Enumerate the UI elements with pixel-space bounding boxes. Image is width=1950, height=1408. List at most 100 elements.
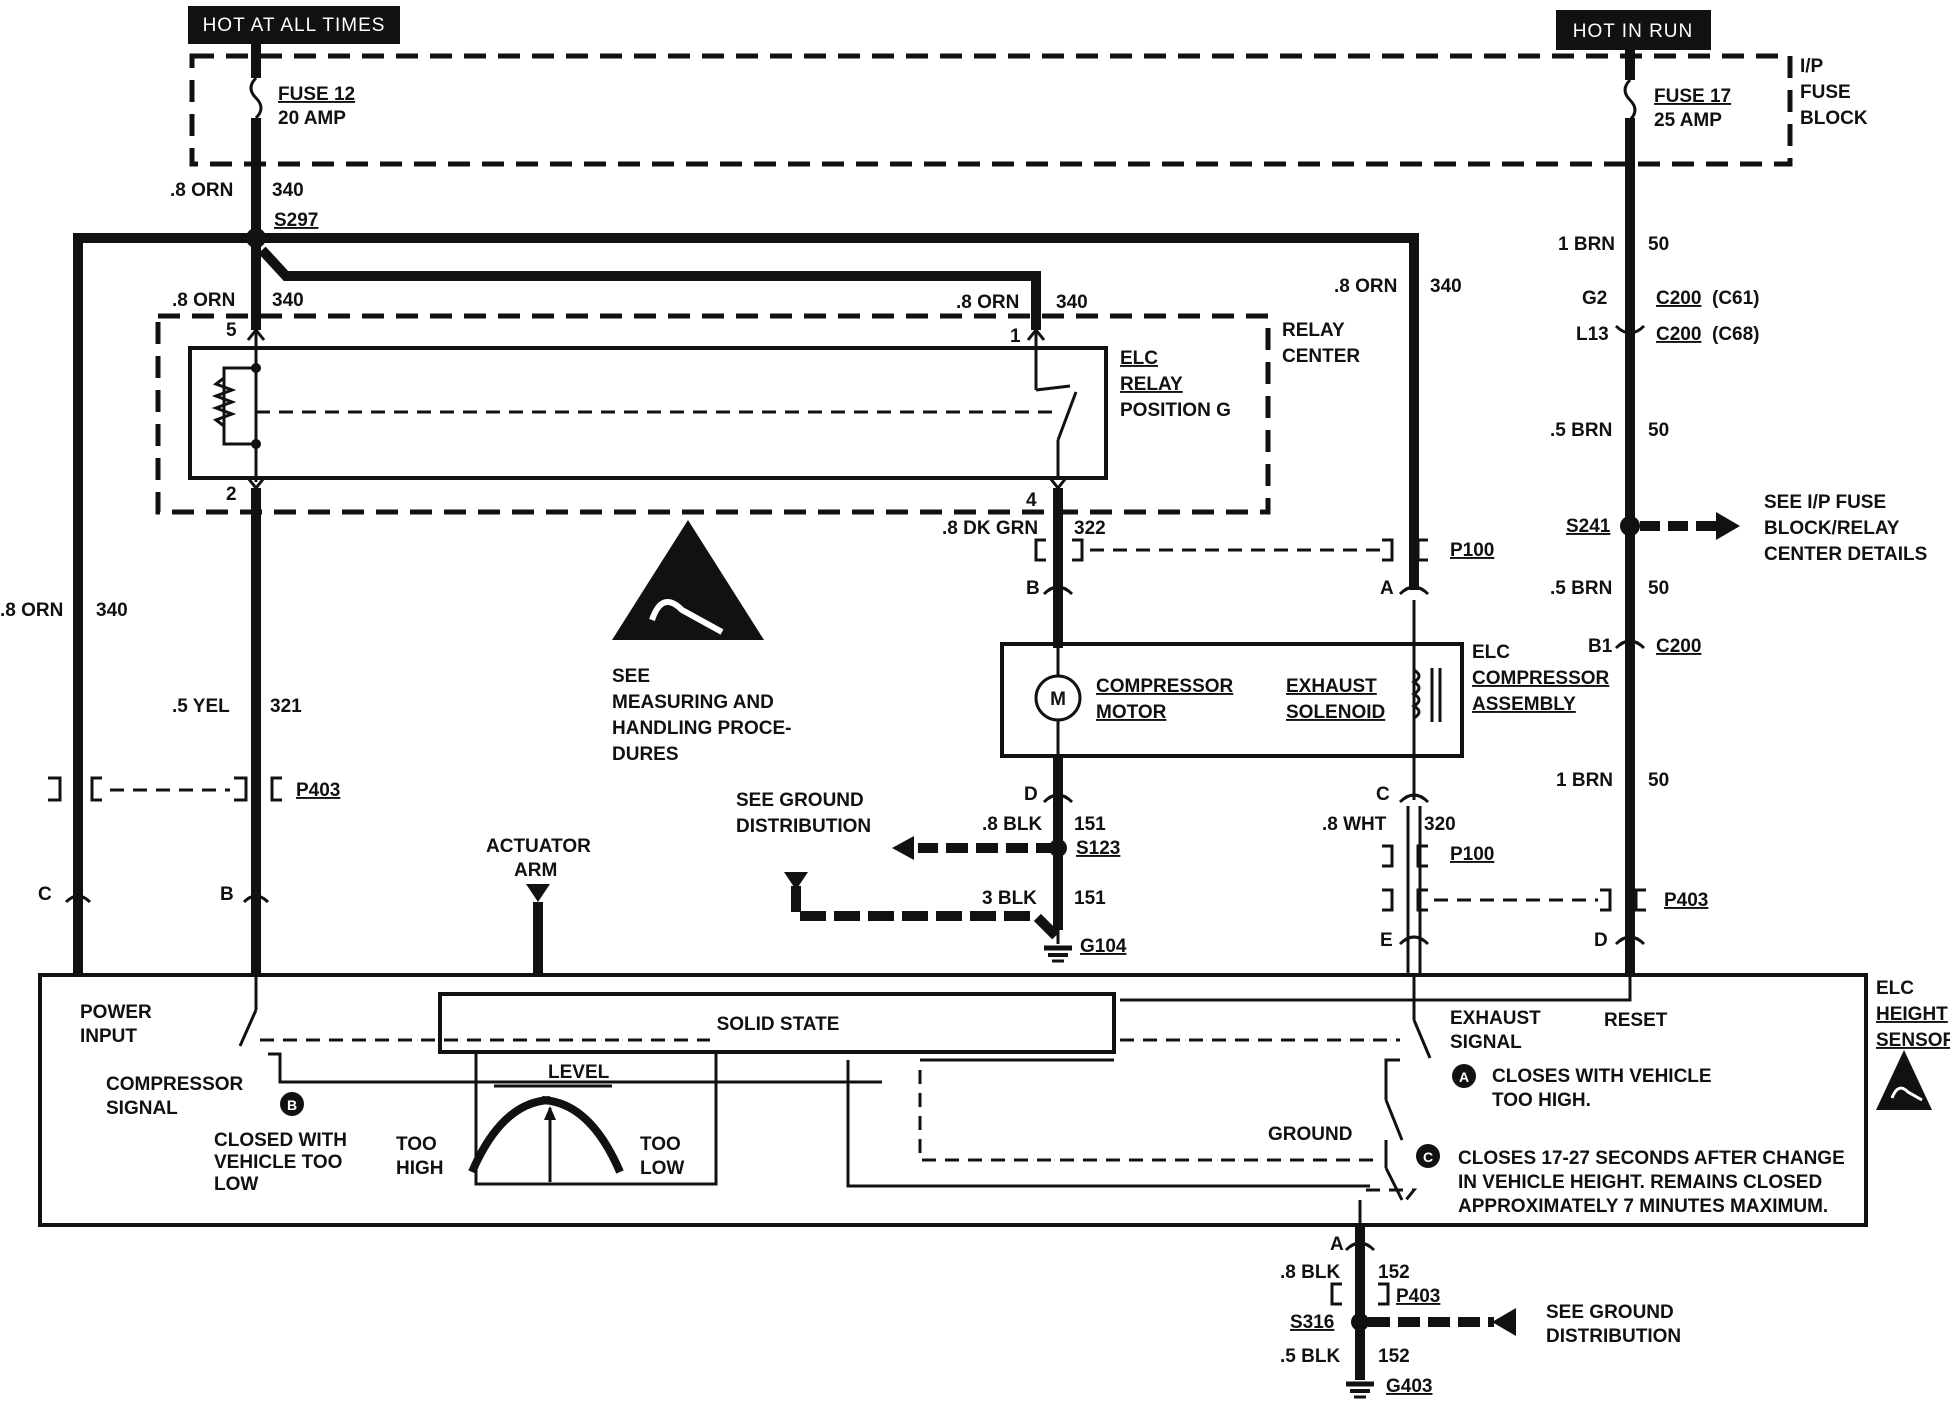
ground-g403-icon [1346, 1381, 1374, 1399]
svg-text:INPUT: INPUT [80, 1026, 137, 1047]
svg-text:TOO: TOO [640, 1134, 681, 1155]
svg-text:ELC: ELC [1120, 348, 1158, 369]
fuse-12-icon [249, 76, 263, 120]
svg-text:TOO: TOO [396, 1134, 437, 1155]
svg-text:20 AMP: 20 AMP [278, 108, 346, 129]
svg-text:ASSEMBLY: ASSEMBLY [1472, 694, 1576, 715]
svg-text:4: 4 [1026, 490, 1037, 511]
svg-text:S297: S297 [274, 210, 318, 231]
svg-text:.8 DK GRN: .8 DK GRN [942, 518, 1038, 539]
svg-text:C200: C200 [1656, 324, 1701, 345]
svg-text:340: 340 [1056, 292, 1088, 313]
svg-text:FUSE 17: FUSE 17 [1654, 86, 1731, 107]
svg-text:P403: P403 [1396, 1286, 1440, 1307]
arrow-right-icon [1716, 512, 1740, 540]
svg-text:340: 340 [272, 180, 304, 201]
svg-text:C: C [38, 884, 52, 905]
svg-text:340: 340 [96, 600, 128, 621]
svg-text:320: 320 [1424, 814, 1456, 835]
svg-text:LEVEL: LEVEL [548, 1062, 610, 1083]
svg-text:HOT AT ALL TIMES: HOT AT ALL TIMES [203, 15, 386, 36]
svg-text:BLOCK: BLOCK [1800, 108, 1868, 129]
svg-text:A: A [1459, 1069, 1469, 1085]
svg-text:C200: C200 [1656, 636, 1701, 657]
svg-text:1 BRN: 1 BRN [1556, 770, 1613, 791]
svg-text:CENTER: CENTER [1282, 346, 1360, 367]
relay-center-box [155, 313, 1271, 515]
svg-text:FUSE: FUSE [1800, 82, 1851, 103]
svg-text:340: 340 [272, 290, 304, 311]
solid-state-module [438, 992, 1116, 1054]
svg-text:LOW: LOW [640, 1158, 684, 1179]
svg-text:FUSE 12: FUSE 12 [278, 84, 355, 105]
svg-text:50: 50 [1648, 770, 1669, 791]
elc-height-sensor-box [38, 973, 1868, 1227]
svg-text:ARM: ARM [514, 860, 557, 881]
svg-text:CLOSED WITH: CLOSED WITH [214, 1130, 347, 1151]
svg-text:CLOSES WITH VEHICLE: CLOSES WITH VEHICLE [1492, 1066, 1712, 1087]
esd-warning-small-icon [1876, 1050, 1932, 1110]
svg-text:.8 ORN: .8 ORN [0, 600, 63, 621]
splice-s241 [1620, 516, 1640, 536]
svg-text:RELAY: RELAY [1120, 374, 1183, 395]
svg-text:.5 BRN: .5 BRN [1550, 578, 1612, 599]
svg-text:3 BLK: 3 BLK [982, 888, 1037, 909]
svg-text:DISTRIBUTION: DISTRIBUTION [1546, 1326, 1681, 1347]
svg-text:SIGNAL: SIGNAL [106, 1098, 178, 1119]
svg-text:COMPRESSOR: COMPRESSOR [106, 1074, 244, 1095]
svg-text:B: B [1026, 578, 1040, 599]
svg-text:E: E [1380, 930, 1393, 951]
svg-text:S241: S241 [1566, 516, 1611, 537]
svg-text:P100: P100 [1450, 540, 1494, 561]
svg-text:.8 BLK: .8 BLK [1280, 1262, 1340, 1283]
svg-text:RELAY: RELAY [1282, 320, 1345, 341]
elc-compressor-assembly-box [1000, 642, 1464, 758]
svg-text:152: 152 [1378, 1262, 1410, 1283]
svg-text:POSITION G: POSITION G [1120, 400, 1231, 421]
svg-text:50: 50 [1648, 420, 1669, 441]
svg-text:322: 322 [1074, 518, 1106, 539]
svg-text:C200: C200 [1656, 288, 1701, 309]
svg-text:BLOCK/RELAY: BLOCK/RELAY [1764, 518, 1900, 539]
svg-text:.5 YEL: .5 YEL [172, 696, 230, 717]
svg-text:B: B [220, 884, 234, 905]
level-arc-left-icon [468, 1096, 551, 1174]
svg-text:M: M [1050, 689, 1066, 710]
svg-text:SIGNAL: SIGNAL [1450, 1032, 1522, 1053]
p403-connector-left [48, 776, 282, 802]
svg-text:(C61): (C61) [1712, 288, 1760, 309]
svg-text:152: 152 [1378, 1346, 1410, 1367]
svg-text:ELC: ELC [1876, 978, 1914, 999]
svg-text:MOTOR: MOTOR [1096, 702, 1167, 723]
svg-text:RESET: RESET [1604, 1010, 1668, 1031]
svg-text:.8 BLK: .8 BLK [982, 814, 1042, 835]
svg-text:MEASURING AND: MEASURING AND [612, 692, 774, 713]
svg-text:2: 2 [226, 484, 237, 505]
svg-text:A: A [1330, 1234, 1344, 1255]
svg-text:HOT IN RUN: HOT IN RUN [1573, 21, 1693, 42]
svg-text:CLOSES 17-27 SECONDS AFTER CHA: CLOSES 17-27 SECONDS AFTER CHANGE [1458, 1148, 1845, 1169]
arrow-left-icon-2 [1492, 1308, 1516, 1336]
svg-text:P403: P403 [296, 780, 340, 801]
svg-text:POWER: POWER [80, 1002, 152, 1023]
svg-text:5: 5 [226, 320, 237, 341]
svg-text:LOW: LOW [214, 1174, 258, 1195]
svg-text:(C68): (C68) [1712, 324, 1760, 345]
svg-text:A: A [1380, 578, 1394, 599]
svg-text:DURES: DURES [612, 744, 679, 765]
svg-text:.8 ORN: .8 ORN [1334, 276, 1397, 297]
svg-text:I/P: I/P [1800, 56, 1824, 77]
svg-text:HEIGHT: HEIGHT [1876, 1004, 1948, 1025]
esd-warning-icon [612, 520, 764, 640]
arrow-left-icon [892, 836, 914, 860]
svg-text:.5 BRN: .5 BRN [1550, 420, 1612, 441]
svg-text:EXHAUST: EXHAUST [1450, 1008, 1541, 1029]
svg-text:G2: G2 [1582, 288, 1607, 309]
svg-text:.8 ORN: .8 ORN [172, 290, 235, 311]
solenoid-icon [1411, 668, 1421, 720]
svg-text:50: 50 [1648, 578, 1669, 599]
level-arc-right-icon [541, 1096, 624, 1174]
svg-text:340: 340 [1430, 276, 1462, 297]
splice-s316 [1351, 1313, 1369, 1331]
svg-text:CENTER DETAILS: CENTER DETAILS [1764, 544, 1927, 565]
